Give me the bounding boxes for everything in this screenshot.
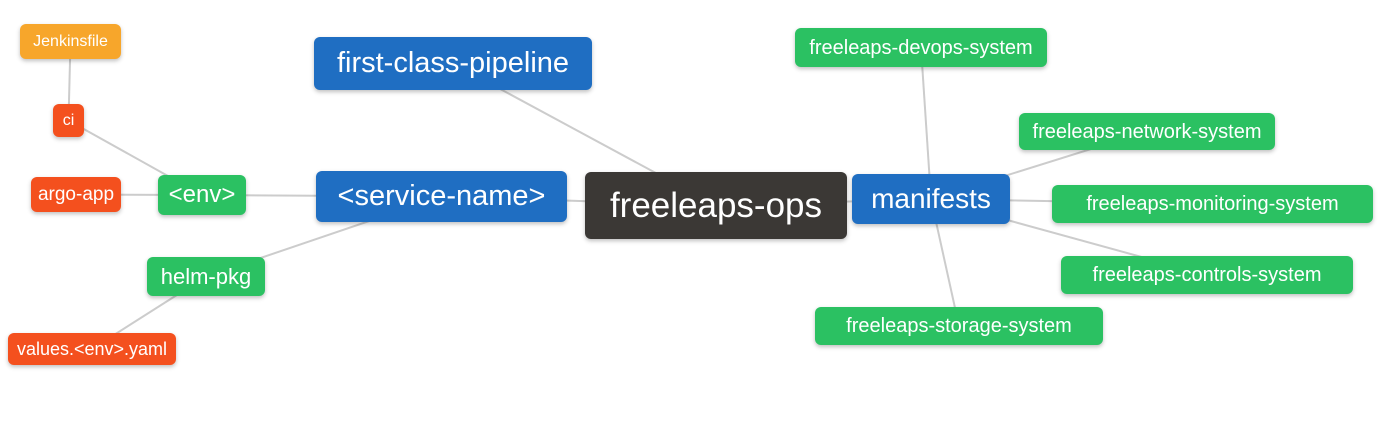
mindmap-node-helm-pkg[interactable]: helm-pkg: [147, 257, 265, 296]
mindmap-node-freeleaps-devops-system[interactable]: freeleaps-devops-system: [795, 28, 1047, 67]
mindmap-node-env[interactable]: <env>: [158, 175, 246, 215]
mindmap-node-ci[interactable]: ci: [53, 104, 84, 137]
mindmap-node-values-env-yaml[interactable]: values.<env>.yaml: [8, 333, 176, 365]
mindmap-node-argo-app[interactable]: argo-app: [31, 177, 121, 212]
mindmap-node-first-class-pipeline[interactable]: first-class-pipeline: [314, 37, 592, 90]
mindmap-node-freeleaps-network-system[interactable]: freeleaps-network-system: [1019, 113, 1275, 150]
mindmap-node-freeleaps-controls-system[interactable]: freeleaps-controls-system: [1061, 256, 1353, 294]
edge-manifests-freeleaps-devops-system: [920, 47, 932, 200]
mindmap-node-manifests[interactable]: manifests: [852, 174, 1010, 224]
mindmap-node-freeleaps-storage-system[interactable]: freeleaps-storage-system: [815, 307, 1103, 345]
mindmap-node-freeleaps-monitoring-system[interactable]: freeleaps-monitoring-system: [1052, 185, 1373, 223]
mindmap-node-jenkinsfile[interactable]: Jenkinsfile: [20, 24, 121, 59]
mindmap-node-service-name[interactable]: <service-name>: [316, 171, 567, 222]
mindmap-node-freeleaps-ops[interactable]: freeleaps-ops: [585, 172, 847, 239]
